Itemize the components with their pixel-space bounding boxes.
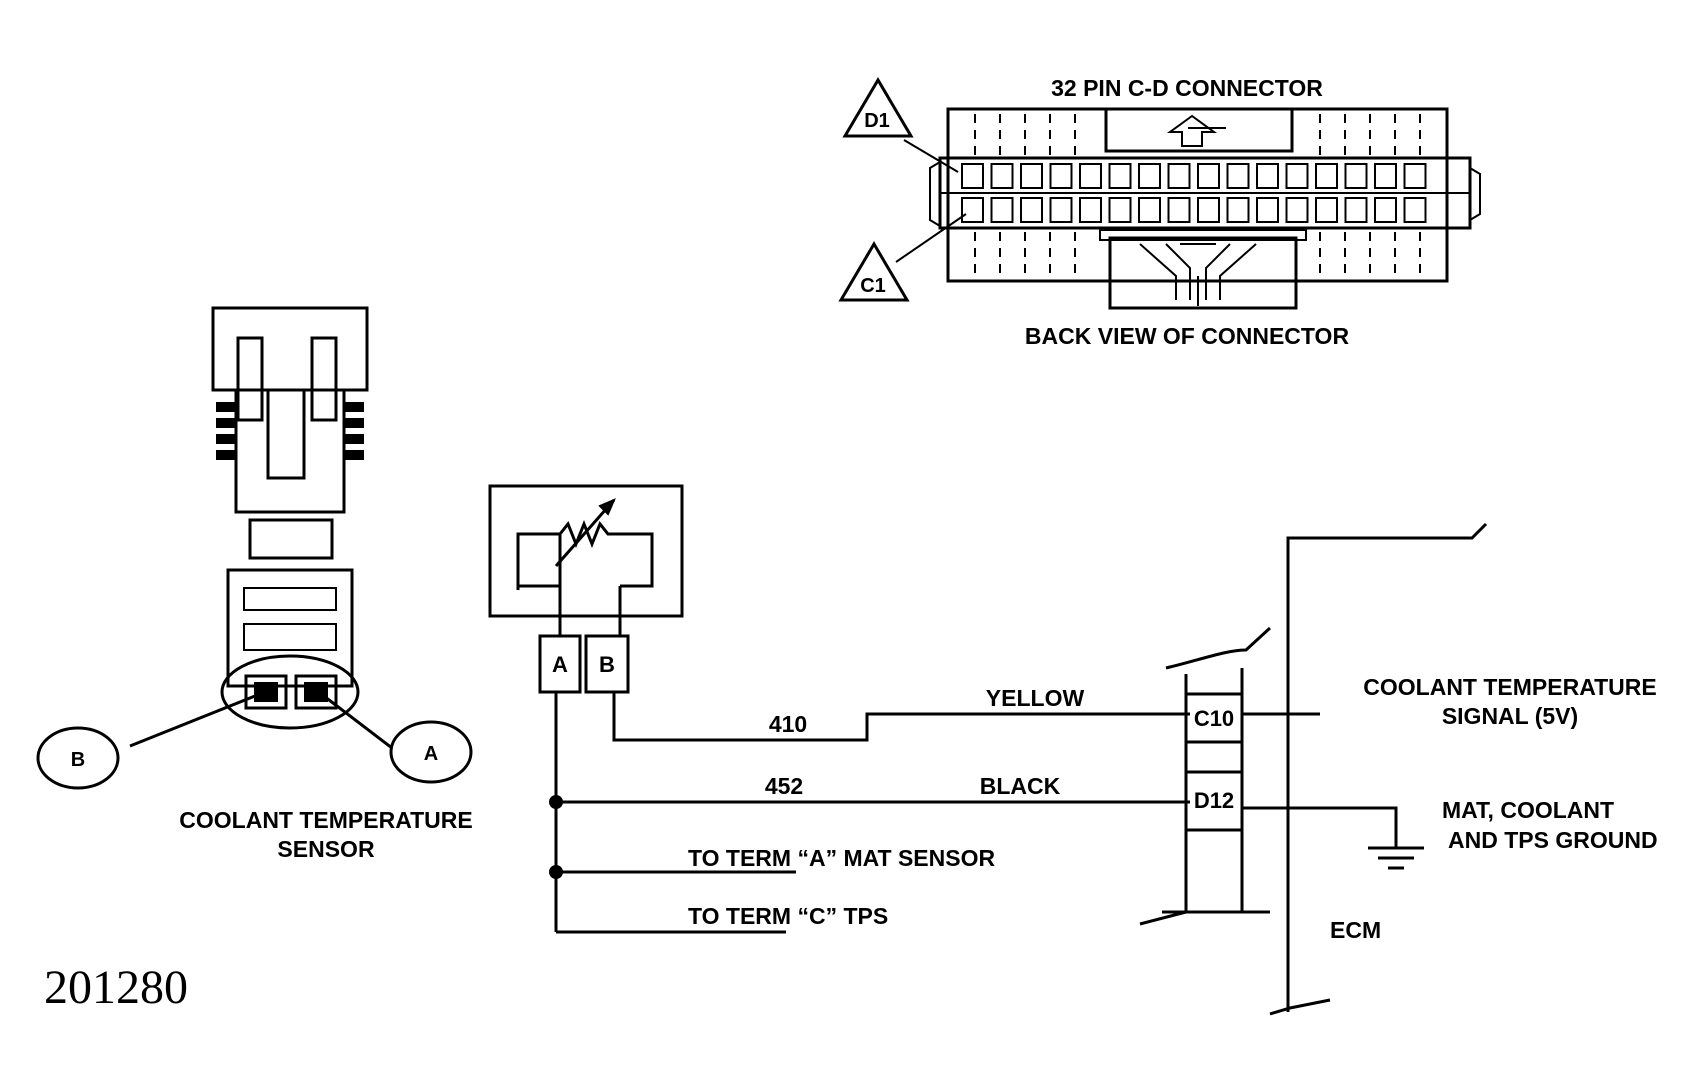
wire-452-number: 452 bbox=[765, 773, 803, 799]
ground-icon bbox=[1368, 846, 1424, 870]
pin-cavity-c bbox=[1285, 197, 1309, 223]
cavity-marks-top bbox=[974, 114, 1421, 156]
pin-cavity-c bbox=[1315, 197, 1338, 223]
pin-cavity-d bbox=[1108, 163, 1132, 189]
sensor-caption-line2: SENSOR bbox=[277, 836, 375, 862]
pin-cavity-d bbox=[1138, 163, 1161, 189]
ecm-boundary bbox=[1286, 522, 1488, 1012]
pin-cavity-d bbox=[1049, 163, 1073, 189]
pin-cavity-c bbox=[1138, 197, 1161, 223]
pin-cavity-d bbox=[1079, 163, 1102, 189]
sensor-illustration: B A COOLANT TEMPERATURE SENSOR bbox=[36, 306, 473, 862]
wire-410-number: 410 bbox=[769, 711, 807, 737]
pin-cavity-d bbox=[1226, 163, 1250, 189]
sensor-term-a-label: A bbox=[424, 743, 438, 765]
ecm: C10 D12 COOLANT TEMPERATURE SIGNAL (5V) … bbox=[1139, 522, 1658, 1016]
pin-row-d bbox=[961, 163, 1427, 189]
splice-dot-452 bbox=[549, 795, 563, 809]
pin-callout-d1-label: D1 bbox=[864, 110, 890, 132]
ecm-pin-c10-label: C10 bbox=[1194, 706, 1234, 731]
pin-cavity-c bbox=[990, 197, 1014, 223]
pin-cavity-c bbox=[1108, 197, 1132, 223]
cavity-marks-bottom bbox=[974, 232, 1421, 276]
pin-callout-c1: C1 bbox=[838, 213, 967, 302]
ecm-pin-d12 bbox=[1184, 770, 1244, 832]
splice-dot-mat bbox=[549, 865, 563, 879]
pin-cavity-c bbox=[1256, 197, 1279, 223]
figure-number: 201280 bbox=[44, 961, 188, 1014]
ecm-label: ECM bbox=[1330, 917, 1381, 943]
pin-cavity-d bbox=[1256, 163, 1279, 189]
thermistor-icon bbox=[558, 519, 620, 549]
schematic-term-a-label: A bbox=[552, 652, 568, 677]
pin-cavity-c bbox=[1403, 197, 1427, 223]
schematic-term-b-label: B bbox=[599, 652, 615, 677]
sensor-plug-top bbox=[211, 306, 369, 392]
sensor-terminal-face bbox=[220, 654, 360, 730]
ecm-pin-d12-label: D12 bbox=[1194, 788, 1234, 813]
sensor-term-b-label: B bbox=[71, 749, 85, 771]
sensor-body bbox=[226, 568, 354, 688]
pin-cavity-d bbox=[1344, 163, 1368, 189]
sensor-plug-ribs bbox=[216, 402, 364, 460]
harness-exit bbox=[1108, 236, 1298, 310]
pin-cavity-c bbox=[1226, 197, 1250, 223]
pin-cavity-c bbox=[1020, 197, 1043, 223]
pin-cavity-d bbox=[1403, 163, 1427, 189]
pin-cavity-c bbox=[961, 197, 984, 223]
signal-label-line1: COOLANT TEMPERATURE bbox=[1363, 674, 1656, 700]
sensor-schematic-box bbox=[488, 484, 684, 618]
wire-to-tps-label: TO TERM “C” TPS bbox=[688, 903, 888, 929]
pin-row-c bbox=[961, 197, 1427, 223]
connector-key-window bbox=[1104, 107, 1294, 153]
schematic-term-a-box bbox=[538, 634, 582, 694]
pin-callout-d1: D1 bbox=[842, 77, 959, 173]
pin-callout-c1-label: C1 bbox=[860, 275, 886, 297]
ground-label-line2: AND TPS GROUND bbox=[1448, 827, 1658, 853]
wire-410-yellow bbox=[612, 692, 1190, 742]
connector-body bbox=[946, 107, 1449, 283]
sensor-caption-line1: COOLANT TEMPERATURE bbox=[179, 807, 472, 833]
sensor-term-b-callout bbox=[36, 726, 120, 790]
pin-cavity-d bbox=[1020, 163, 1043, 189]
connector-caption: BACK VIEW OF CONNECTOR bbox=[1025, 323, 1350, 349]
sensor-term-a-callout bbox=[389, 720, 473, 784]
pin-cavity-c bbox=[1374, 197, 1397, 223]
pin-cavity-c bbox=[1079, 197, 1102, 223]
connector-title: 32 PIN C-D CONNECTOR bbox=[1051, 75, 1323, 101]
connector-back-view: 32 PIN C-D CONNECTOR bbox=[838, 75, 1481, 349]
ground-label-line1: MAT, COOLANT bbox=[1442, 797, 1614, 823]
ground-line bbox=[1242, 806, 1398, 848]
wire-to-mat-label: TO TERM “A” MAT SENSOR bbox=[688, 845, 995, 871]
sensor-schematic: A B bbox=[488, 484, 684, 694]
pin-cavity-c bbox=[1344, 197, 1368, 223]
schematic-term-b-box bbox=[584, 634, 630, 694]
pin-cavity-c bbox=[1049, 197, 1073, 223]
pin-cavity-d bbox=[1315, 163, 1338, 189]
pin-cavity-d bbox=[1374, 163, 1397, 189]
wiring: 410 YELLOW 452 BLACK TO TERM “A” MAT SEN… bbox=[549, 685, 1190, 934]
wire-410-color: YELLOW bbox=[986, 685, 1085, 711]
pin-cavity-d bbox=[990, 163, 1014, 189]
pin-cavity-d bbox=[961, 163, 984, 189]
signal-label-line2: SIGNAL (5V) bbox=[1442, 703, 1578, 729]
pin-cavity-c bbox=[1167, 197, 1191, 223]
pin-cavity-d bbox=[1167, 163, 1191, 189]
ecm-pin-c10 bbox=[1184, 692, 1244, 744]
pin-cavity-d bbox=[1197, 163, 1220, 189]
wire-452-color: BLACK bbox=[980, 773, 1061, 799]
pin-cavity-d bbox=[1285, 163, 1309, 189]
arrow-up-icon bbox=[1166, 114, 1218, 147]
pin-cavity-c bbox=[1197, 197, 1220, 223]
